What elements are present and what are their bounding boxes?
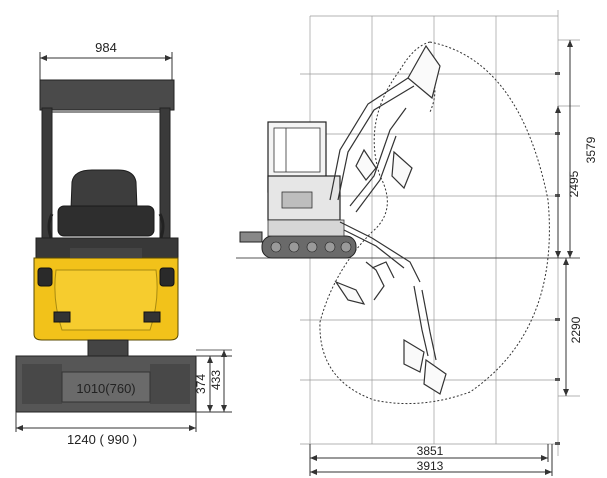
- track-gauge-label: 1010(760): [76, 381, 135, 396]
- front-view: 984: [15, 40, 232, 447]
- max-dig-depth-label: 2290: [569, 316, 583, 343]
- front-body: [33, 237, 179, 341]
- overall-width-dimension: 1240 ( 990 ): [15, 412, 197, 447]
- overall-width-label: 1240 ( 990 ): [67, 432, 137, 447]
- clearance-height-label: 433: [209, 370, 223, 390]
- top-width-dimension: 984: [39, 40, 173, 80]
- rops-canopy: [39, 79, 175, 249]
- side-view: 3579 2495 2290 3851 3913: [236, 10, 598, 476]
- machine-side-body: [239, 121, 357, 259]
- max-dump-height-label: 2495: [567, 170, 581, 197]
- height-dimensions: 374 433: [194, 349, 232, 413]
- top-width-label: 984: [95, 40, 117, 55]
- track-height-label: 374: [194, 374, 208, 394]
- max-reach-label: 3913: [417, 459, 444, 473]
- undercarriage-front: 1010(760): [15, 339, 197, 413]
- max-reach-ground-label: 3851: [417, 444, 444, 458]
- side-horizontal-dimensions: 3851 3913: [309, 444, 553, 476]
- max-dig-height-label: 3579: [584, 136, 598, 163]
- working-range-envelope: [319, 41, 550, 405]
- side-vertical-dimensions: 3579 2495 2290: [555, 40, 598, 396]
- boom-positions: [329, 44, 447, 395]
- operator-seat: [47, 169, 165, 241]
